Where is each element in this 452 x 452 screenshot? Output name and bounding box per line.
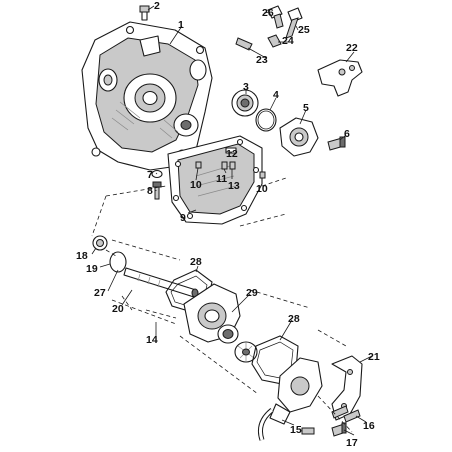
callout-10b: 10 — [256, 183, 268, 195]
hose-15 — [257, 408, 315, 441]
group-frame-lower — [111, 239, 353, 433]
bolts-16 — [331, 405, 361, 423]
callout-labels: 1 2 3 4 5 6 7 8 9 10 10 11 12 13 14 15 1… — [76, 0, 380, 449]
bolt-17 — [331, 422, 347, 437]
dowel-23 — [235, 37, 253, 51]
o-ring-4 — [255, 108, 277, 132]
callout-4: 4 — [273, 89, 279, 101]
callout-18: 18 — [76, 250, 88, 262]
callout-8: 8 — [147, 185, 153, 197]
callout-7: 7 — [147, 169, 153, 181]
pin-10b — [259, 171, 266, 179]
impeller — [234, 341, 258, 363]
callout-25: 25 — [298, 24, 310, 36]
callout-6: 6 — [344, 128, 350, 140]
callout-1: 1 — [178, 19, 184, 31]
bracket-22 — [317, 59, 363, 97]
callout-15: 15 — [290, 424, 302, 436]
shaft-20 — [123, 267, 199, 298]
assembly-line-lower — [105, 249, 177, 319]
callout-9: 9 — [180, 212, 186, 224]
pin-13 — [229, 161, 236, 170]
o-ring-19 — [109, 251, 127, 273]
callout-3: 3 — [243, 81, 249, 93]
bolt-6 — [327, 136, 346, 151]
callout-5: 5 — [303, 102, 309, 114]
callout-27: 27 — [94, 287, 106, 299]
callout-28a: 28 — [190, 256, 202, 268]
callout-13: 13 — [228, 180, 240, 192]
callout-11: 11 — [216, 173, 227, 185]
callout-26: 26 — [262, 7, 274, 19]
bearing-18 — [92, 235, 108, 251]
callout-29: 29 — [246, 287, 258, 299]
pin-24 — [267, 34, 282, 48]
callout-2: 2 — [154, 0, 160, 12]
callout-16: 16 — [363, 420, 375, 432]
spring-12 — [225, 147, 237, 154]
pin-11 — [221, 161, 228, 170]
callout-14: 14 — [146, 334, 158, 346]
bearing-3 — [231, 89, 259, 117]
crankcase-half — [81, 21, 213, 171]
callout-22: 22 — [346, 42, 358, 54]
callout-19: 19 — [86, 263, 98, 275]
bolt-8 — [152, 181, 162, 200]
leader-lines — [91, 5, 373, 436]
callout-24: 24 — [282, 35, 294, 47]
bracket-21 — [331, 355, 363, 421]
pin-10a — [195, 161, 202, 169]
callout-17: 17 — [346, 437, 358, 449]
pump-cover — [269, 357, 323, 425]
callout-28b: 28 — [288, 313, 300, 325]
plug-2 — [139, 5, 150, 21]
callout-20: 20 — [112, 303, 124, 315]
bolt-25 — [285, 7, 303, 39]
callout-12: 12 — [226, 148, 238, 160]
callout-23: 23 — [256, 54, 268, 66]
seal-29 — [217, 324, 239, 344]
callout-10a: 10 — [190, 179, 202, 191]
pin-26 — [267, 5, 284, 29]
cover-5 — [279, 117, 319, 157]
callout-21: 21 — [368, 351, 380, 363]
group-frame-upper — [91, 177, 287, 237]
